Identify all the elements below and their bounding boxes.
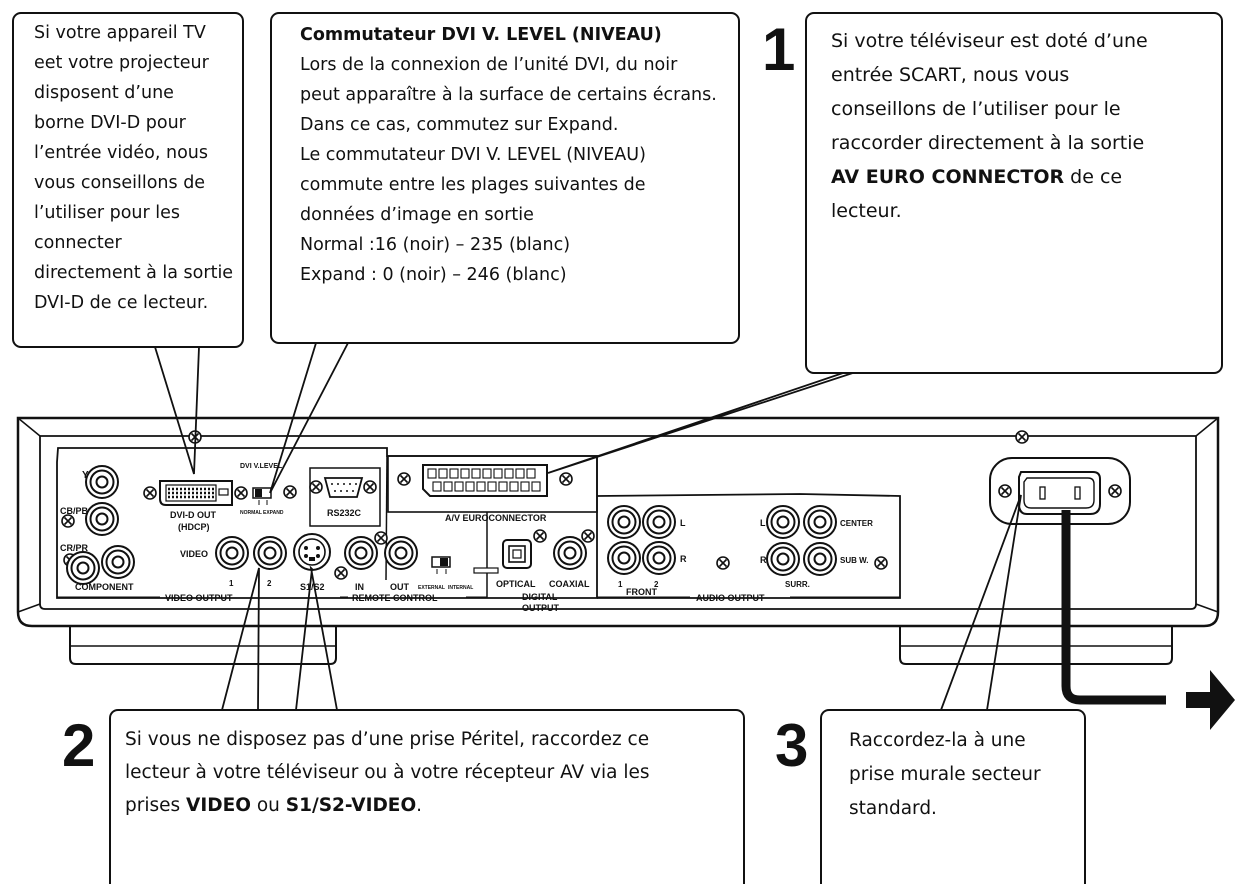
label-component: COMPONENT [75,582,134,592]
dvi-d-line-4: borne DVI-D pour [34,113,186,133]
callout-step-3: Raccordez-la à une prise murale secteur st… [820,709,1086,884]
label-y: Y [82,470,89,481]
label-video-2: 2 [267,579,272,588]
label-surr: SURR. [785,580,810,589]
label-front-2: 2 [654,580,659,589]
dvi-level-line-6: données d’image en sortie [300,205,534,225]
label-hdcp: (HDCP) [178,522,210,532]
step3-line-2: prise murale secteur [849,764,1041,785]
dvi-d-line-9: directement à la sortie [34,263,234,283]
coaxial-jack[interactable] [553,536,587,570]
label-coaxial: COAXIAL [549,579,590,589]
step3-text: Raccordez-la à une prise murale secteur st… [849,724,1084,826]
label-normal: NORMAL [240,510,262,516]
label-dvi-vlevel: DVI V.LEVEL [240,463,283,470]
label-center: CENTER [840,519,873,528]
label-front: FRONT [626,587,657,597]
label-video-output: VIDEO OUTPUT [165,593,233,603]
label-surr-r: R [760,555,767,565]
label-external: EXTERNAL [418,585,445,591]
rs232c-port[interactable] [309,467,381,527]
dvi-level-line-3: Dans ce cas, commutez sur Expand. [300,115,619,135]
label-video-1: 1 [229,579,234,588]
step1-line2: entrée SCART, nous vous [831,64,1070,86]
dvi-d-line-5: l’entrée vidéo, nous [34,143,208,163]
arrow-right-icon [1186,670,1235,730]
step2-line2: lecteur à votre téléviseur ou à votre ré… [125,762,650,783]
label-optical: OPTICAL [496,579,536,589]
step2-line3-e: . [416,795,423,816]
ac-inlet[interactable] [989,457,1131,525]
step-number-1: 1 [762,16,796,83]
callout-step-1: Si votre téléviseur est doté d’une entré… [805,12,1223,374]
label-output: OUTPUT [522,603,560,613]
label-front-1: 1 [618,580,623,589]
label-sub-w: SUB W. [840,556,868,565]
dvi-d-line-8: connecter [34,233,122,253]
remote-switch[interactable] [431,556,451,574]
dvi-d-out-port[interactable] [143,480,248,506]
dvi-d-text: Si votre appareil TV eet votre projecteur… [34,18,242,318]
label-surr-l: L [760,518,766,528]
label-av-euro: A/V EUROCONNECTOR [445,513,547,523]
device-feet [69,625,1173,665]
label-rs232c: RS232C [327,508,362,518]
step-number-2: 2 [62,712,96,779]
label-video: VIDEO [180,549,208,559]
dvi-level-line-2: peut apparaître à la surface de certains… [300,85,717,105]
label-remote-control: REMOTE CONTROL [352,593,438,603]
label-audio-output: AUDIO OUTPUT [696,593,765,603]
label-rc-out: OUT [390,582,410,592]
step2-line3-a: prises [125,795,187,816]
step-number-3: 3 [775,712,809,779]
step1-av-euro-bold: AV EURO CONNECTOR [831,166,1065,188]
dvi-level-line-8: Expand : 0 (noir) – 246 (blanc) [300,265,567,285]
step3-line-1: Raccordez-la à une [849,730,1026,751]
dvi-level-line-1: Lors de la connexion de l’unité DVI, du … [300,55,678,75]
callout-dvi-d: Si votre appareil TV eet votre projecteur… [12,12,244,348]
dvi-d-line-7: l’utiliser pour les [34,203,181,223]
dvi-level-line-5: commute entre les plages suivantes de [300,175,646,195]
step2-s-video-bold: S1/S2-VIDEO [285,795,417,816]
label-s1s2: S1/S2 [300,582,325,592]
dvi-d-line-6: vous conseillons de [34,173,206,193]
callout-pointers [154,342,1022,711]
step1-line6: lecteur. [831,200,902,222]
dvi-d-line-1: Si votre appareil TV [34,23,206,43]
dvi-level-text: Lors de la connexion de l’unité DVI, du … [300,50,738,290]
optical-port[interactable] [502,539,532,569]
step2-line1: Si vous ne disposez pas d’une prise Péri… [125,729,650,750]
step2-video-bold: VIDEO [186,795,251,816]
dvi-d-line-3: disposent d’une [34,83,174,103]
s-video-port[interactable] [293,533,331,571]
dvi-d-line-2: eet votre projecteur [34,53,209,73]
label-front-r: R [680,554,687,564]
step1-line3: conseillons de l’utiliser pour le [831,98,1121,120]
label-expand: EXPAND [263,510,284,516]
dvi-level-title: Commutateur DVI V. LEVEL (NIVEAU) [300,25,662,45]
step1-line4: raccorder directement à la sortie [831,132,1145,154]
label-internal: INTERNAL [448,585,473,591]
label-dvi-out: DVI-D OUT [170,510,217,520]
dvi-level-line-4: Le commutateur DVI V. LEVEL (NIVEAU) [300,145,646,165]
label-cb-pb: CB/PB [60,506,89,516]
step3-line-3: standard. [849,798,937,819]
step1-line1: Si votre téléviseur est doté d’une [831,30,1148,52]
dvi-d-line-10: DVI-D de ce lecteur. [34,293,209,313]
label-cr-pr: CR/PR [60,543,89,553]
step2-line3-c: ou [250,795,286,816]
callout-dvi-level: Commutateur DVI V. LEVEL (NIVEAU) Lors d… [270,12,740,344]
label-digital: DIGITAL [522,592,558,602]
label-rc-in: IN [355,582,364,592]
av-euroconnector-port[interactable] [387,455,598,513]
power-cable [1061,510,1166,705]
label-front-l: L [680,518,686,528]
callout-step-2: Si vous ne disposez pas d’une prise Péri… [109,709,745,884]
step1-line5-rest: de ce [1064,166,1123,188]
dvi-level-line-7: Normal :16 (noir) – 235 (blanc) [300,235,571,255]
